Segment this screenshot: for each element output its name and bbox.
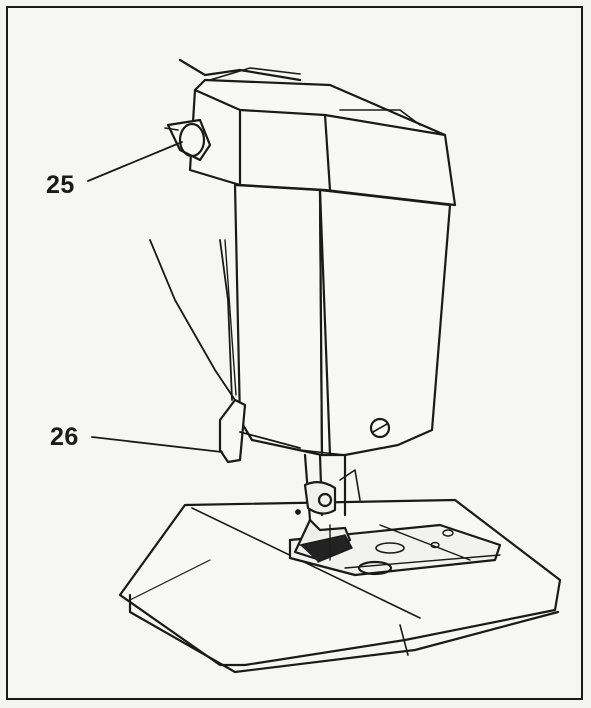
- leader-lines: [87, 141, 223, 453]
- presser-foot-lifter: [218, 398, 301, 464]
- presser-foot-assembly: [293, 453, 361, 563]
- callout-25: 25: [46, 171, 75, 199]
- leader-line-26: [91, 436, 223, 453]
- thread-take-up-lever: [164, 118, 212, 162]
- machine-head: [178, 58, 457, 457]
- machine-bed: [118, 498, 562, 674]
- callout-26: 26: [50, 423, 79, 451]
- leader-line-25: [87, 141, 183, 182]
- machine-arm: [149, 239, 237, 401]
